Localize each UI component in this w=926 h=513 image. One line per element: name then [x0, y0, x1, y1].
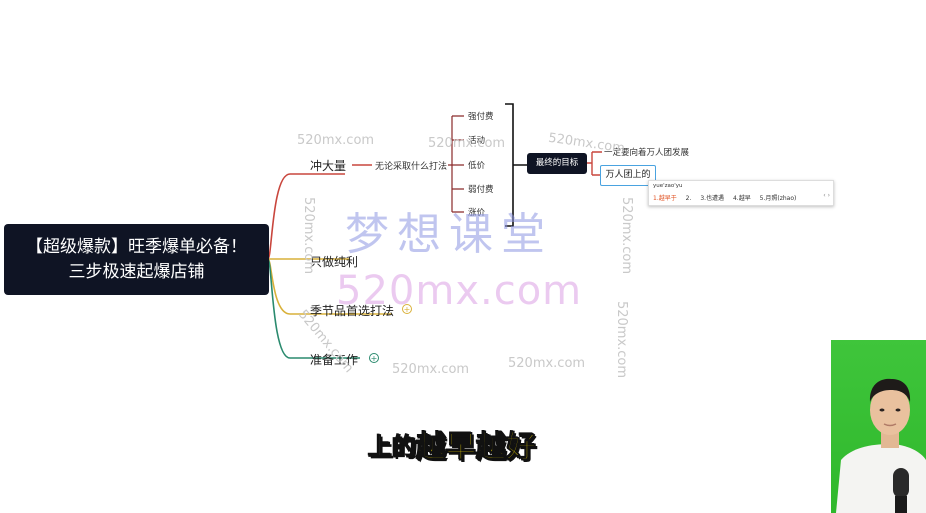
ime-candidate-4[interactable]: 4.越早	[732, 195, 751, 202]
goal-node[interactable]: 最终的目标	[527, 153, 587, 174]
subtitle-part-1: 上的	[368, 432, 417, 461]
connector-root-to-branch-1	[267, 173, 345, 260]
ime-candidate-3[interactable]: 3.也遭遇	[700, 195, 725, 202]
connector-sub-to-options	[448, 115, 464, 213]
ime-pinyin: yue'zao'yu	[653, 183, 683, 189]
option-1[interactable]: 强付费	[468, 112, 494, 122]
option-2[interactable]: 活动	[468, 136, 486, 146]
ime-candidate-2[interactable]: 2.	[685, 195, 692, 202]
video-subtitle: 上的 越早越好	[368, 424, 537, 466]
ime-page-arrows-icon[interactable]: ‹ ›	[823, 192, 830, 199]
watermark-1: 520mx.com	[297, 133, 375, 148]
ime-candidate-1[interactable]: 1.越早于	[653, 195, 677, 202]
branch-2-label[interactable]: 只做纯利	[310, 255, 359, 269]
ime-candidate-popup[interactable]: yue'zao'yu 1.越早于 2. 3.也遭遇 4.越早 5.月照(zhao…	[648, 180, 834, 206]
watermark-6: 520mx.com	[614, 300, 630, 379]
option-3[interactable]: 低价	[468, 161, 486, 171]
editing-node-input[interactable]: 万人团上的	[600, 165, 656, 186]
root-title-line-1: 【超级爆款】旺季爆单必备！	[26, 236, 247, 257]
goal-text[interactable]: 一定要向着万人团发展	[604, 148, 690, 158]
presenter-image	[836, 378, 926, 513]
watermark-9: 520mx.com	[508, 356, 586, 371]
watermark-4: 520mx.com	[301, 196, 317, 275]
branch-3-label[interactable]: 季节品首选打法	[310, 304, 395, 318]
subtitle-part-2: 越早越好	[416, 430, 537, 466]
branch-1-label[interactable]: 冲大量	[310, 159, 347, 173]
root-node[interactable]: 【超级爆款】旺季爆单必备！ 三步极速起爆店铺	[4, 224, 269, 295]
expand-branch-3-icon[interactable]: +	[402, 304, 412, 314]
watermark-big-cn: 梦想课堂	[345, 209, 553, 260]
watermark-8: 520mx.com	[392, 362, 470, 377]
ime-candidates: 1.越早于 2. 3.也遭遇 4.越早 5.月照(zhao)	[653, 193, 803, 202]
root-title-line-2: 三步极速起爆店铺	[68, 261, 205, 282]
branch-4-label[interactable]: 准备工作	[310, 353, 359, 367]
expand-branch-4-icon[interactable]: +	[369, 353, 379, 363]
option-5[interactable]: 涨价	[468, 208, 486, 218]
connector-goal-to-texts	[587, 151, 602, 176]
option-4[interactable]: 弱付费	[468, 185, 494, 195]
watermark-5: 520mx.com	[619, 196, 635, 275]
watermark-big-url: 520mx.com	[336, 268, 583, 314]
ime-candidate-5[interactable]: 5.月照(zhao)	[759, 195, 797, 202]
options-bracket	[505, 103, 527, 227]
sub-branch-label[interactable]: 无论采取什么打法	[375, 162, 448, 172]
watermark-2: 520mx.com	[428, 136, 506, 151]
connector-root-to-branch-4	[267, 258, 360, 359]
presenter-webcam	[831, 340, 926, 513]
